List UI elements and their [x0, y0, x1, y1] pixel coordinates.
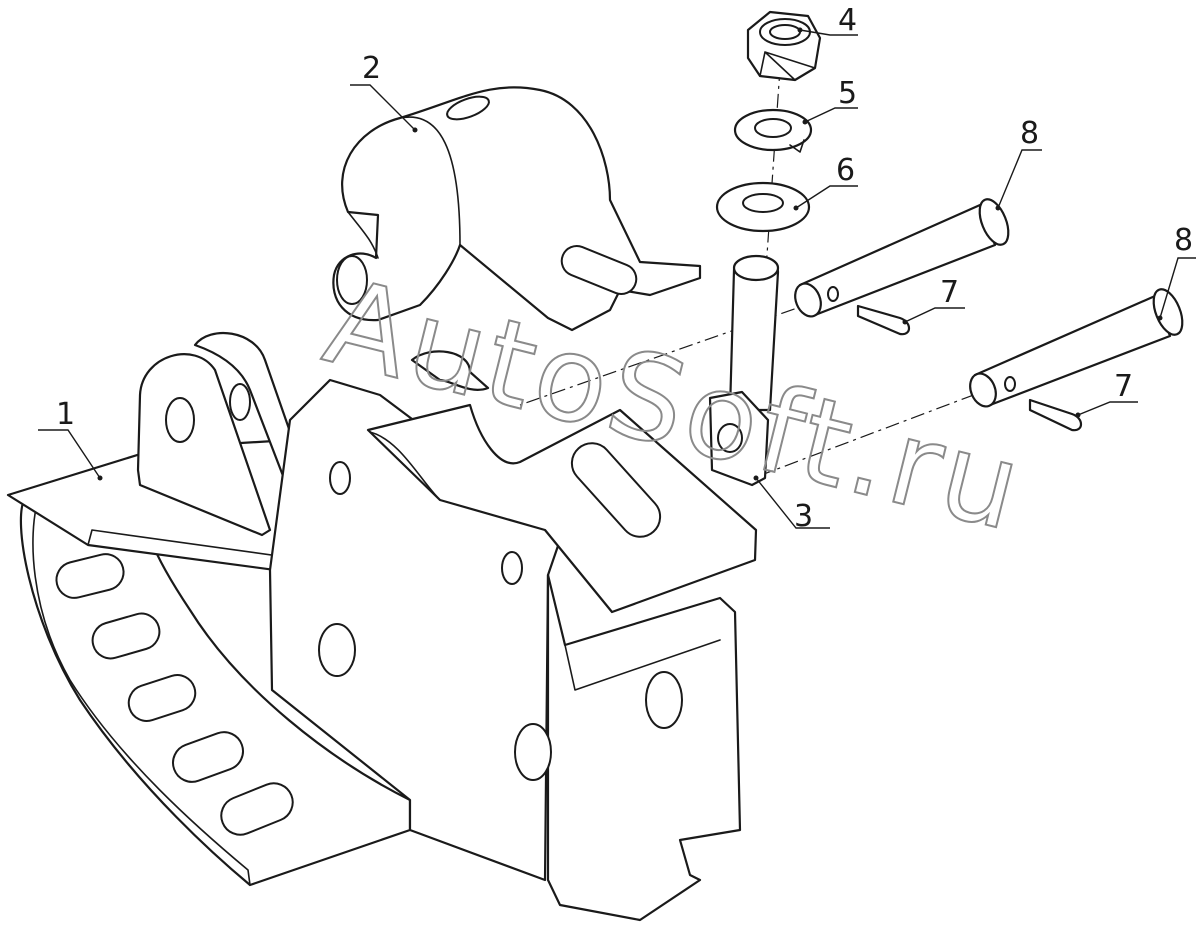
- callout-8-lower: 8: [1174, 223, 1193, 258]
- callout-1: 1: [56, 397, 75, 432]
- callout-7-lower: 7: [1114, 369, 1133, 404]
- callout-4: 4: [838, 3, 857, 38]
- part-3-pivot-pin: [708, 254, 780, 487]
- part-8-clevis-pin-upper: [794, 198, 1010, 318]
- part-5-spring-washer: [733, 108, 813, 153]
- part-2-clamp-plate: [332, 86, 702, 332]
- part-6-flat-washer: [715, 181, 811, 233]
- callout-6: 6: [836, 153, 855, 188]
- callout-5: 5: [838, 76, 857, 111]
- callouts: 1 2 3 4 5 6 7 7 8 8: [38, 3, 1196, 534]
- part-7-cotter-pin-lower: [1028, 398, 1083, 432]
- callout-8-upper: 8: [1020, 116, 1039, 151]
- part-8-clevis-pin-lower: [969, 288, 1184, 408]
- part-1-bracket: [6, 331, 758, 922]
- part-4-nut: [746, 10, 822, 82]
- callout-2: 2: [362, 51, 381, 86]
- callout-7-upper: 7: [940, 275, 959, 310]
- part-7-cotter-pin-upper: [856, 304, 911, 336]
- callout-3: 3: [794, 499, 813, 534]
